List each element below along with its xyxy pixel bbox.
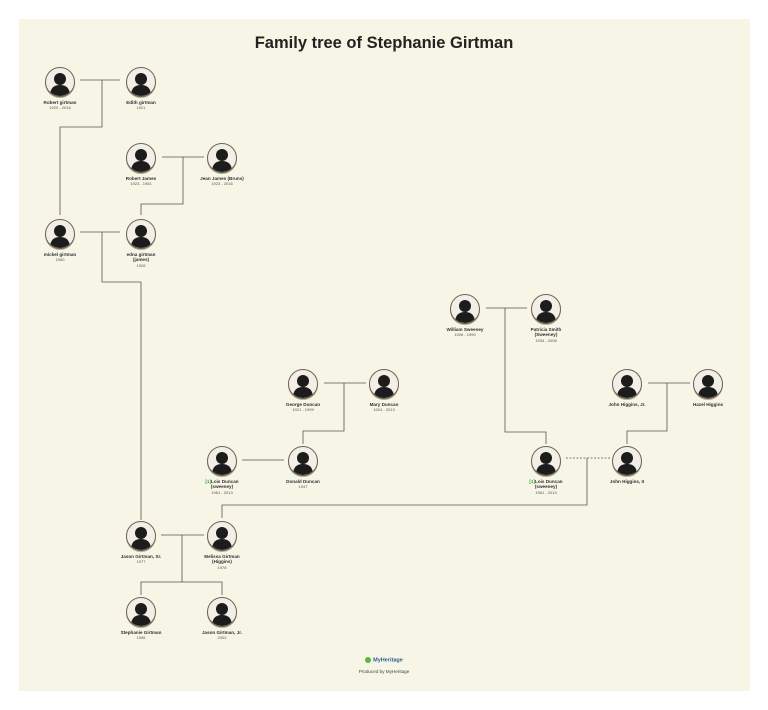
portrait-silhouette-icon [207, 143, 237, 173]
person-mary-duncan[interactable]: Mary Duncan 1924 - 2013 [342, 369, 426, 412]
portrait-silhouette-icon [288, 369, 318, 399]
connector [626, 382, 690, 444]
person-jason-girtman-sr[interactable]: Jason Girtman, Sr. 1977 [99, 521, 183, 564]
portrait-silhouette-icon [45, 67, 75, 97]
person-edith-girtman[interactable]: Edith girtman 1921 [99, 67, 183, 110]
person-robert-james[interactable]: Robert James 1923 - 1981 [99, 143, 183, 186]
person-donald-duncan[interactable]: Donald Duncan 1947 [261, 446, 345, 489]
duplicate-marker[interactable]: [1] [205, 479, 212, 484]
person-stephanie-girtman[interactable]: Stephanie Girtman 1996 [99, 597, 183, 640]
portrait-silhouette-icon [531, 294, 561, 324]
portrait-silhouette-icon [126, 143, 156, 173]
person-robert-girtman[interactable]: Robert girtman 1920 - 2016 [18, 67, 102, 110]
person-william-sweeney[interactable]: William Sweeney 1926 - 1990 [423, 294, 507, 337]
person-john-higgins-ii[interactable]: John Higgins, II [585, 446, 669, 484]
person-hazel-higgins[interactable]: Hazel Higgins [666, 369, 750, 407]
myheritage-logo-icon [365, 657, 372, 663]
connector [486, 307, 547, 444]
portrait-silhouette-icon [126, 67, 156, 97]
portrait-silhouette-icon [288, 446, 318, 476]
person-jean-james[interactable]: Jean James (Bruns) 1923 - 2016 [180, 143, 264, 186]
person-lois-duncan-right[interactable]: [1]Lois Duncan (sweeney) 1961 - 2013 [504, 446, 588, 495]
connector [80, 231, 142, 520]
portrait-silhouette-icon [612, 446, 642, 476]
person-patricia-smith[interactable]: Patricia Smith (Sweeney) 1934 - 2008 [504, 294, 588, 343]
person-john-higgins-jr[interactable]: John Higgins, Jr. [585, 369, 669, 407]
portrait-silhouette-icon [126, 597, 156, 627]
portrait-silhouette-icon [126, 521, 156, 551]
portrait-silhouette-icon [693, 369, 723, 399]
portrait-silhouette-icon [612, 369, 642, 399]
person-lois-duncan-left[interactable]: [1]Lois Duncan (sweeney) 1961 - 2013 [180, 446, 264, 495]
page-title: Family tree of Stephanie Girtman [254, 34, 514, 52]
portrait-silhouette-icon [369, 369, 399, 399]
portrait-silhouette-icon [531, 446, 561, 476]
myheritage-logo[interactable]: MyHeritage [0, 657, 768, 663]
person-jason-girtman-jr[interactable]: Jason Girtman, Jr. 2002 [180, 597, 264, 640]
portrait-silhouette-icon [450, 294, 480, 324]
person-melissa-girtman[interactable]: Melissa Girtman (Higgins) 1978 [180, 521, 264, 570]
person-mickel-girtman[interactable]: mickel girtman 1950 [18, 219, 102, 262]
produced-by-text: Produced by MyHeritage [358, 669, 410, 674]
portrait-silhouette-icon [126, 219, 156, 249]
duplicate-marker[interactable]: [1] [529, 479, 536, 484]
connector [221, 458, 588, 518]
connector [140, 534, 223, 595]
connector [140, 156, 204, 215]
portrait-silhouette-icon [45, 219, 75, 249]
person-george-duncan[interactable]: George Duncan 1921 - 1999 [261, 369, 345, 412]
portrait-silhouette-icon [207, 597, 237, 627]
connector [302, 382, 366, 444]
portrait-silhouette-icon [207, 446, 237, 476]
portrait-silhouette-icon [207, 521, 237, 551]
person-edna-girtman[interactable]: edna girtman (james) 1926 [99, 219, 183, 268]
connector [59, 79, 120, 215]
